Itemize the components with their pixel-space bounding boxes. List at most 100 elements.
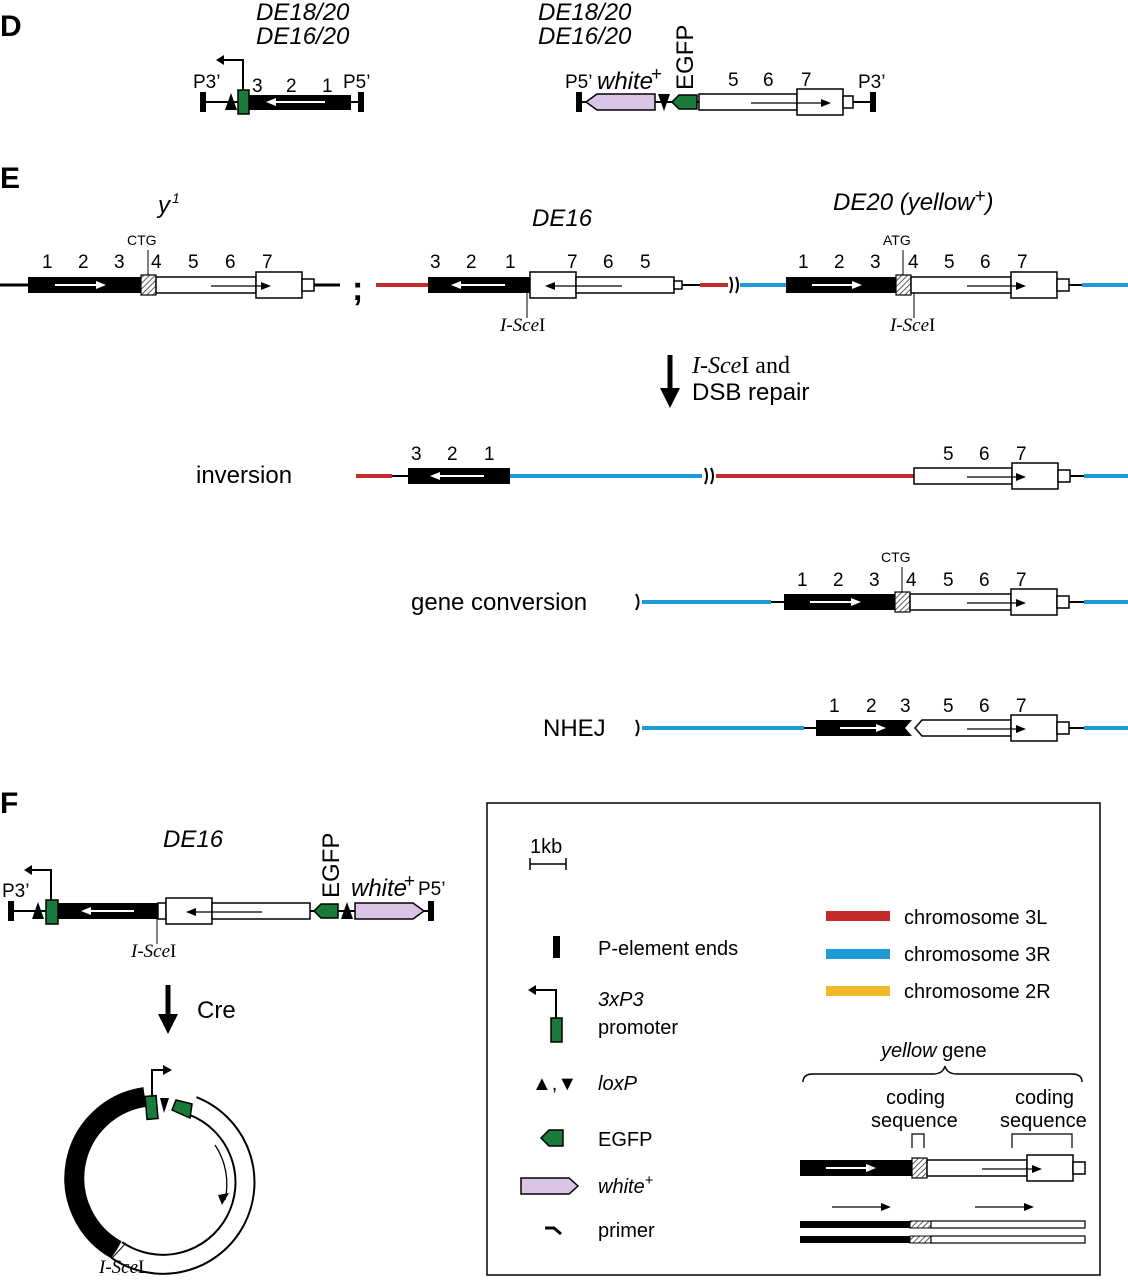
white-label: white [597,68,653,95]
exon-number: 1 [322,76,333,97]
p-ends-label: P-element ends [598,938,738,960]
exon-number: 2 [466,252,477,273]
arrow-head-icon [1016,473,1026,481]
p-element-end [870,92,876,112]
white-exon-block [157,902,167,920]
loxp-icon [225,93,237,110]
excised-circle: I-SceI [64,1065,256,1278]
promoter-arrow-head-icon [163,1065,172,1075]
exon-number: 6 [603,252,614,273]
p-element-end [8,901,14,921]
p5-label: P5’ [343,72,370,93]
scale-label: 1kb [530,836,562,858]
promoter-arrow-line [29,869,52,900]
white-label: white [351,875,407,902]
coding-label-2b: sequence [1000,1110,1087,1132]
arrow-head-icon [186,908,196,916]
white-arrow-head-icon [852,281,862,289]
p-element-end [358,92,364,112]
3xp3-promoter-icon [144,1094,159,1121]
chromosome-2r-swatch [826,986,890,996]
y1-label: y [156,192,172,219]
isce-site-label: I-SceI [130,941,176,962]
exon-number: 7 [1016,570,1027,591]
exon-number: 4 [908,252,919,273]
loxp-icon: ▲,▼ [532,1073,577,1095]
exon-number: 6 [980,252,991,273]
inversion-product: inversion 3 2 1 5 6 7 [196,444,1128,490]
exon-number: 3 [900,696,911,717]
3xp3-promoter-icon [550,1017,563,1043]
inversion-label: inversion [196,462,292,489]
white-arrow-head-icon [876,724,886,732]
exon-number: 6 [763,70,774,91]
isce-site-label: I-SceI [499,315,545,336]
panel-d-left-label-1: DE18/20 [256,0,350,26]
transcript-black-bar [800,1236,910,1243]
white-exon-block [796,88,844,116]
white-exon-block [301,278,315,292]
egfp-label: EGFP [318,833,345,898]
transcript-white-bar [930,1220,1086,1229]
white-exon-block [842,95,854,109]
loxp-label: loxP [598,1073,638,1095]
arrow-head-icon [1016,282,1026,290]
promoter-arrow-head-icon [24,865,32,875]
transcript-black-bar [800,1221,910,1228]
egfp-icon [670,94,698,110]
chromosome-break-icon [704,467,714,485]
exon-number: 6 [225,252,236,273]
exon-number: 1 [798,252,809,273]
p3-label: P3’ [858,72,885,93]
promoter-arrow-line [221,59,244,90]
exon-number: 5 [640,252,651,273]
arrow-head-icon [1016,599,1026,607]
loxp-icon [341,902,353,919]
coding-label-2a: coding [1015,1087,1074,1109]
panel-f-construct: P3’ EGFP white + P5’ I-SceI [2,833,445,962]
yellow-gene-schematic [800,1154,1086,1182]
hatched-exon-4 [895,274,912,296]
panel-d-letter: D [0,10,22,43]
panel-f-de16-label: DE16 [163,826,224,853]
isce-site-tick [111,1242,127,1259]
exon-number: 7 [1016,696,1027,717]
transcript-hatched-bar [909,1220,932,1229]
white-exon-block [575,276,675,294]
white-arrow-head-icon [266,98,276,106]
p3-label: P3’ [2,881,29,902]
exon-number: 7 [1016,444,1027,465]
white-arrow-head-icon [851,598,861,606]
white-exon-block [1056,721,1070,735]
circle-white-arrow-head-icon [104,1145,114,1157]
exon-number: 5 [944,252,955,273]
exon-number: 5 [943,570,954,591]
exon-number: 3 [114,252,125,273]
exon-number: 7 [1017,252,1028,273]
exon-number: 5 [943,696,954,717]
chromosome-2r-label: chromosome 2R [904,981,1051,1003]
nhej-label: NHEJ [543,715,606,742]
egfp-icon [312,903,339,919]
egfp-icon [171,1099,193,1120]
white-exon-block [211,902,311,920]
primer-label: primer [598,1220,655,1242]
isce-site-label: I-SceI [889,315,935,336]
hatched-exon-4 [911,1157,928,1179]
white-exon-block [1072,1161,1086,1175]
exon-number: 2 [78,252,89,273]
p3-label: P3’ [193,72,220,93]
white-label: white+ [598,1172,654,1198]
promoter-label-1: 3xP3 [598,989,644,1011]
white-exon-block [910,276,1012,294]
exon-number: 3 [252,76,263,97]
chromosome-break-icon [729,276,739,294]
exon-number: 6 [979,570,990,591]
exon-number: 2 [447,444,458,465]
exon-number: 5 [943,444,954,465]
hatched-exon-4 [140,274,157,296]
white-plus-marker-icon [584,93,656,111]
exon-number: 1 [505,252,516,273]
panel-d-left-label-2: DE16/20 [256,23,350,50]
p-element-end [428,901,434,921]
